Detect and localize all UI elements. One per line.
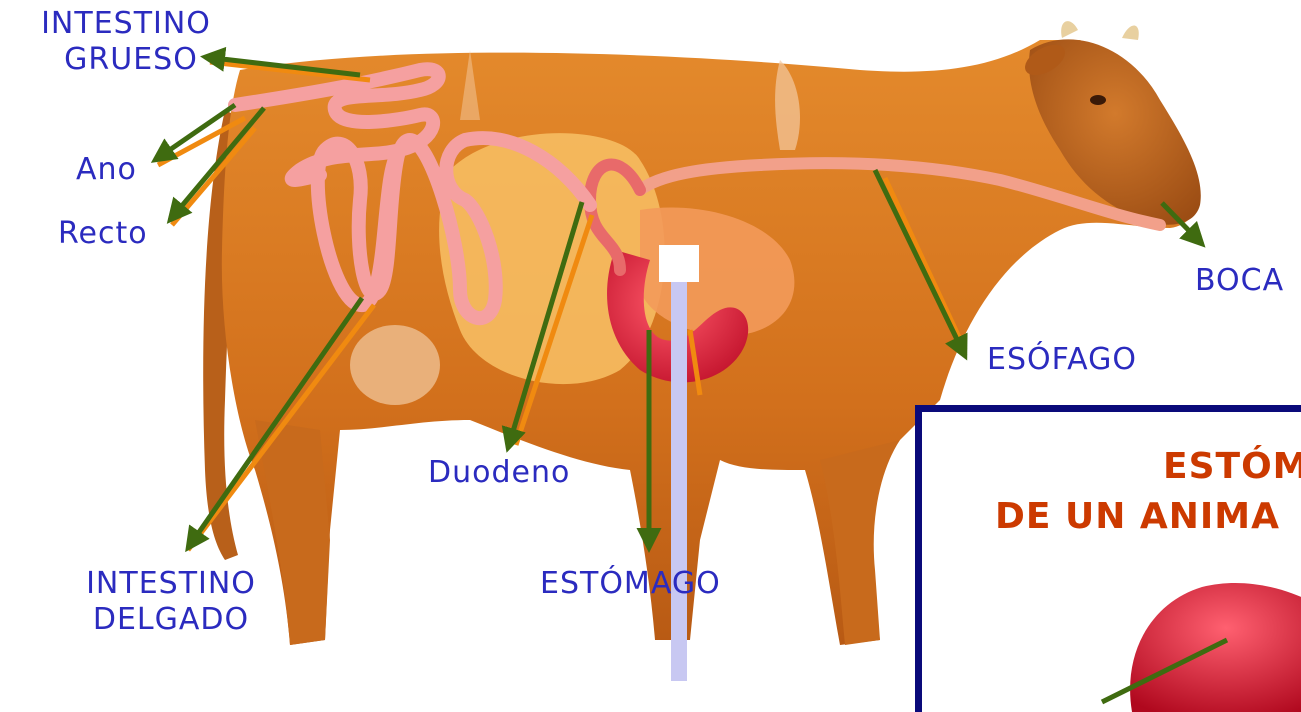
cow-horn: [1061, 21, 1139, 40]
label-intestino-grueso-line2: GRUESO: [6, 42, 246, 78]
label-esofago: ESÓFAGO: [987, 342, 1137, 378]
label-recto: Recto: [58, 216, 148, 252]
inset-stomach-illustration: [922, 412, 1301, 712]
cow-udder: [350, 325, 440, 405]
pointer-marker: [659, 245, 699, 282]
label-intestino-grueso: INTESTINO GRUESO: [6, 6, 246, 78]
label-intestino-grueso-line1: INTESTINO: [6, 6, 246, 42]
label-boca: BOCA: [1195, 263, 1284, 299]
stomach-inset-panel: ESTÓM DE UN ANIMA: [915, 405, 1301, 712]
cow-eye: [1090, 95, 1106, 105]
label-ano: Ano: [76, 152, 137, 188]
label-intestino-delgado-line2: DELGADO: [46, 602, 296, 638]
label-duodeno: Duodeno: [428, 455, 570, 491]
label-intestino-delgado: INTESTINO DELGADO: [46, 566, 296, 638]
pointer-bar: [671, 282, 687, 681]
label-estomago: ESTÓMAGO: [540, 566, 721, 602]
label-intestino-delgado-line1: INTESTINO: [46, 566, 296, 602]
